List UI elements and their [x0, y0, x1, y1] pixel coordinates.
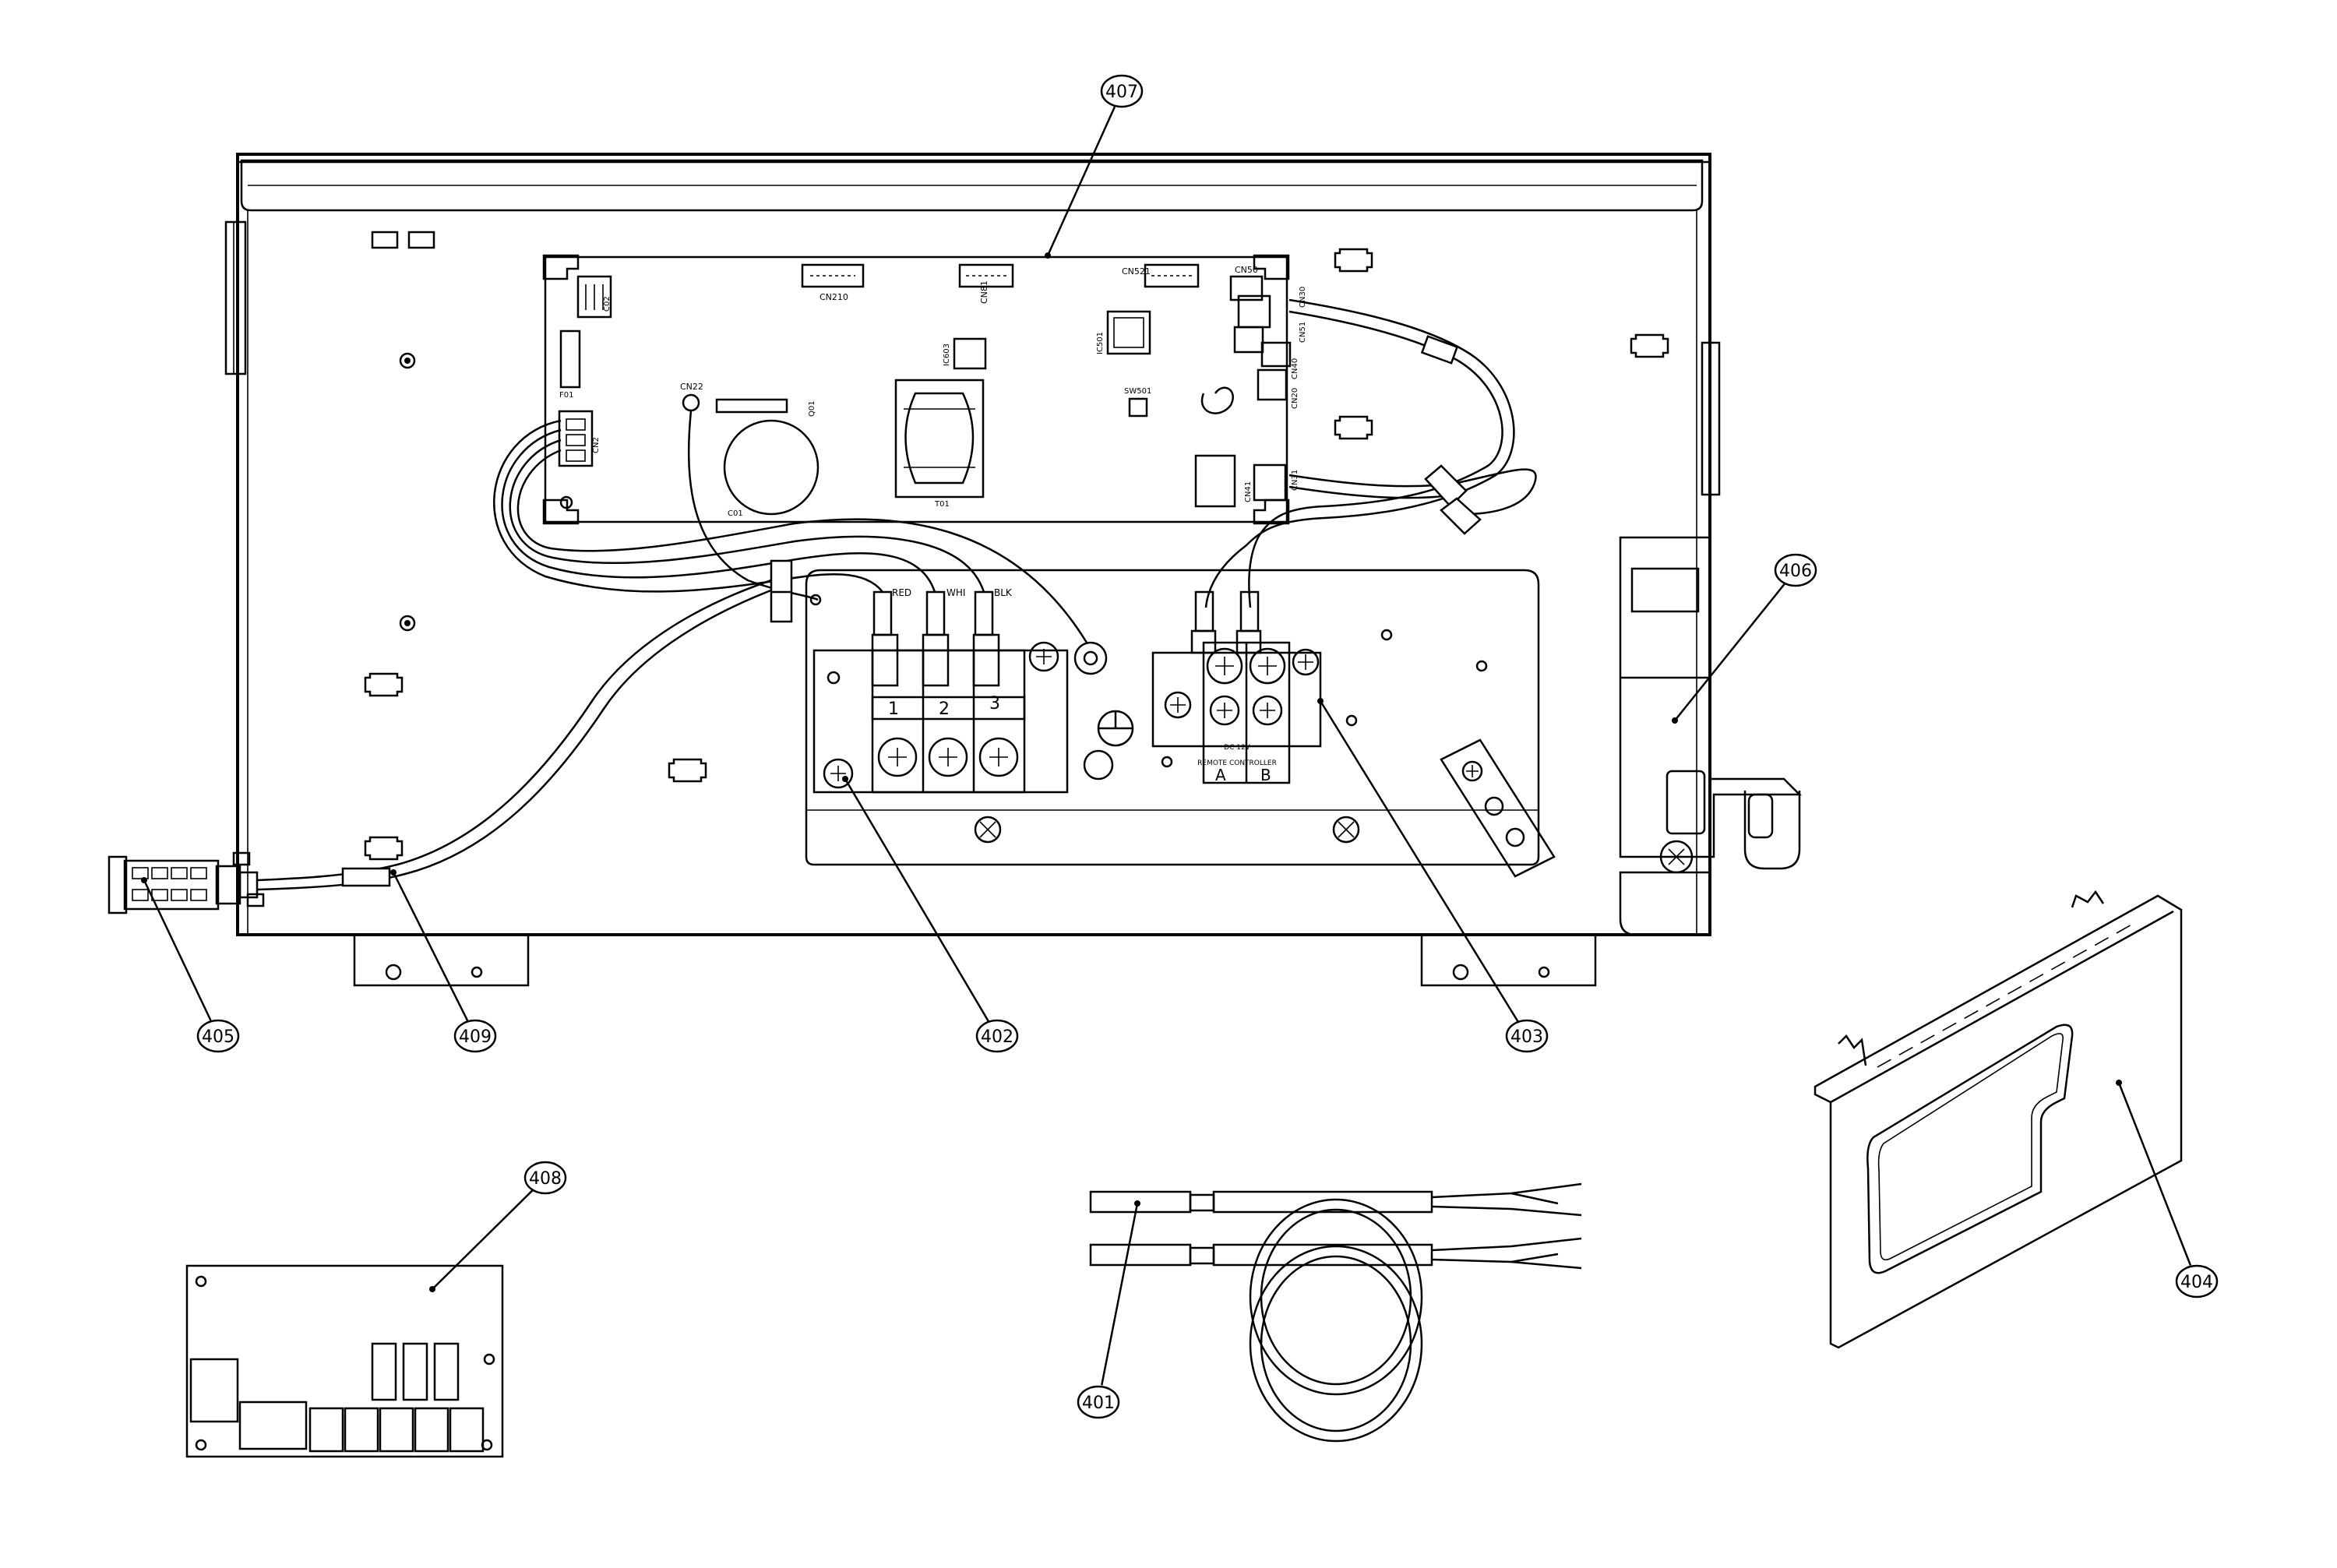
- callout-number: 406: [1779, 562, 1812, 581]
- callout-bubble: [523, 1161, 567, 1195]
- wire-red-label: RED: [892, 587, 911, 598]
- callout-401: 401: [1077, 1200, 1140, 1419]
- label-cn210: CN210: [820, 292, 848, 302]
- callout-bubble: [975, 1019, 1019, 1053]
- terminal-b-label: B: [1260, 766, 1271, 784]
- leader-line: [143, 879, 212, 1021]
- remote-controller-label: REMOTE CONTROLLER: [1197, 759, 1277, 767]
- sub-pcb: [185, 1264, 504, 1458]
- callout-404: 404: [2116, 1080, 2219, 1298]
- leader-line: [844, 778, 989, 1022]
- callout-bubble: [196, 1019, 240, 1053]
- wiring-harness: [256, 298, 1537, 891]
- callout-number: 403: [1510, 1027, 1543, 1047]
- leader-dot: [1672, 717, 1678, 724]
- terminal-plate: [805, 569, 1540, 866]
- label-cn20: CN20: [1291, 388, 1299, 409]
- label-ic603: IC603: [943, 344, 951, 366]
- terminal-2-label: 2: [939, 699, 950, 719]
- label-cn2: CN2: [592, 437, 601, 453]
- callout-409: 409: [390, 869, 497, 1053]
- leader-dot: [1134, 1200, 1140, 1207]
- callout-407: 407: [1045, 74, 1144, 259]
- label-cn31: CN31: [1291, 470, 1299, 491]
- callout-bubble: [2175, 1264, 2219, 1298]
- leader-line: [392, 872, 469, 1021]
- leader-dot: [390, 869, 397, 876]
- label-sw501: SW501: [1124, 387, 1151, 396]
- leader-line: [1101, 1203, 1139, 1386]
- label-ic501: IC501: [1096, 332, 1105, 354]
- control-pcb: CN210 CN81 CN521 CN50 CN30 CN51 CN40 CN2…: [542, 254, 1307, 525]
- callout-number: 404: [2180, 1273, 2213, 1292]
- callout-bubble: [1077, 1385, 1120, 1419]
- callout-bubble: [453, 1019, 497, 1053]
- label-f01: F01: [559, 391, 573, 400]
- leader-dot: [429, 1286, 435, 1292]
- terminal-a-label: A: [1215, 766, 1226, 784]
- label-q01: Q01: [808, 400, 816, 417]
- power-terminal-block: 1 2 3 RED WHI BLK: [812, 587, 1108, 794]
- label-cn41: CN41: [1244, 481, 1253, 502]
- label-cn40: CN40: [1291, 358, 1299, 379]
- terminal-1-label: 1: [888, 699, 899, 719]
- callout-406: 406: [1672, 553, 1817, 724]
- label-cn30: CN30: [1299, 287, 1307, 308]
- label-cn81: CN81: [979, 280, 989, 304]
- terminal-3-label: 3: [989, 694, 1000, 714]
- sensor-connector: [108, 851, 265, 914]
- label-cn50: CN50: [1235, 265, 1258, 275]
- temperature-sensor-set: [1089, 1182, 1582, 1443]
- label-c01: C01: [728, 509, 743, 518]
- label-t01: T01: [934, 500, 950, 509]
- leader-dot: [842, 776, 848, 782]
- callout-405: 405: [141, 877, 240, 1053]
- callout-bubble: [1100, 74, 1144, 108]
- leader-line: [1046, 106, 1116, 256]
- leader-dot: [1317, 698, 1324, 704]
- callout-number: 401: [1082, 1394, 1115, 1413]
- wire-white-label: WHI: [946, 587, 965, 598]
- terminal-cover: [1814, 890, 2183, 1349]
- side-bracket: [1619, 536, 1803, 936]
- callout-number: 405: [202, 1027, 234, 1047]
- part-callouts: 407 406 405 409 402 403 408 401 404: [141, 74, 2219, 1419]
- callout-number: 407: [1105, 83, 1138, 102]
- label-cn521: CN521: [1122, 266, 1151, 277]
- leader-line: [432, 1189, 534, 1290]
- leader-dot: [1045, 252, 1051, 259]
- leader-dot: [141, 877, 147, 883]
- wire-black-label: BLK: [994, 587, 1013, 598]
- label-c02: C02: [603, 296, 612, 312]
- leader-line: [1319, 700, 1519, 1022]
- callout-number: 409: [459, 1027, 492, 1047]
- callout-bubble: [1774, 553, 1817, 587]
- callout-402: 402: [842, 776, 1019, 1053]
- label-cn22: CN22: [680, 382, 703, 392]
- leader-dot: [2116, 1080, 2122, 1086]
- callout-bubble: [1505, 1019, 1549, 1053]
- remote-terminal-block: REMOTE CONTROLLER DC 12V A B: [1151, 590, 1556, 878]
- callout-number: 402: [981, 1027, 1013, 1047]
- leader-line: [1674, 583, 1786, 721]
- callout-408: 408: [429, 1161, 567, 1292]
- callout-403: 403: [1317, 698, 1549, 1053]
- leader-line: [2117, 1082, 2192, 1266]
- callout-number: 408: [529, 1169, 562, 1189]
- dc-label: DC 12V: [1224, 744, 1251, 752]
- label-cn51: CN51: [1299, 322, 1307, 343]
